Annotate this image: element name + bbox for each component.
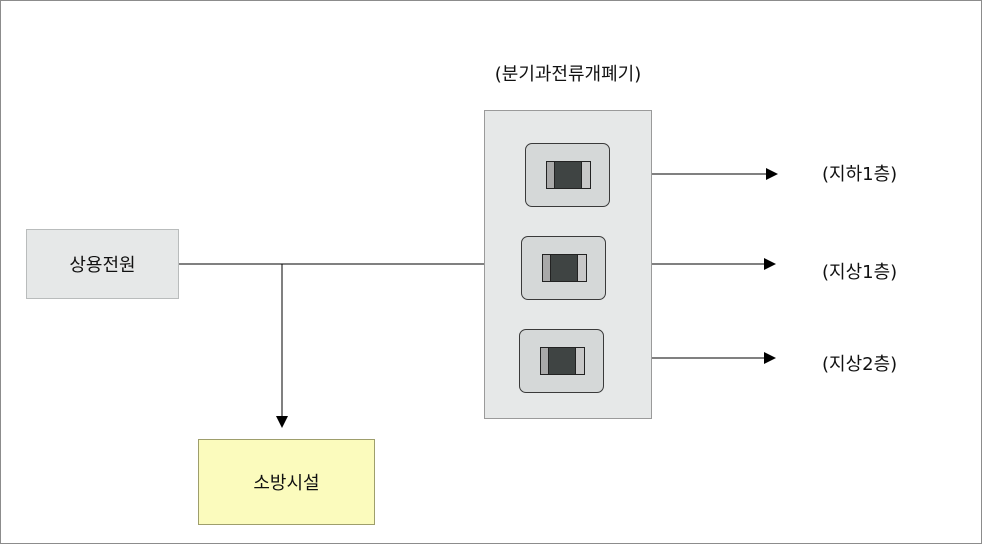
panel-title: (분기과전류개폐기) (494, 64, 642, 85)
breaker-1 (525, 143, 610, 207)
power-source-box: 상용전원 (26, 229, 179, 299)
breaker-2 (521, 236, 606, 300)
breaker-switch-icon (546, 161, 591, 189)
output-label-2: (지상1층) (822, 262, 898, 283)
output-arrowhead-3 (764, 352, 776, 364)
output-label-1: (지하1층) (822, 164, 898, 185)
fire-facility-box: 소방시설 (198, 439, 375, 525)
fire-feed-arrowhead (276, 416, 288, 428)
power-source-label: 상용전원 (69, 255, 136, 276)
output-arrowhead-2 (764, 258, 776, 270)
breaker-3 (519, 329, 604, 393)
output-arrowhead-1 (766, 168, 778, 180)
fire-facility-label: 소방시설 (253, 473, 320, 494)
output-label-3: (지상2층) (822, 354, 898, 375)
breaker-switch-icon (540, 347, 585, 375)
breaker-switch-icon (542, 254, 587, 282)
